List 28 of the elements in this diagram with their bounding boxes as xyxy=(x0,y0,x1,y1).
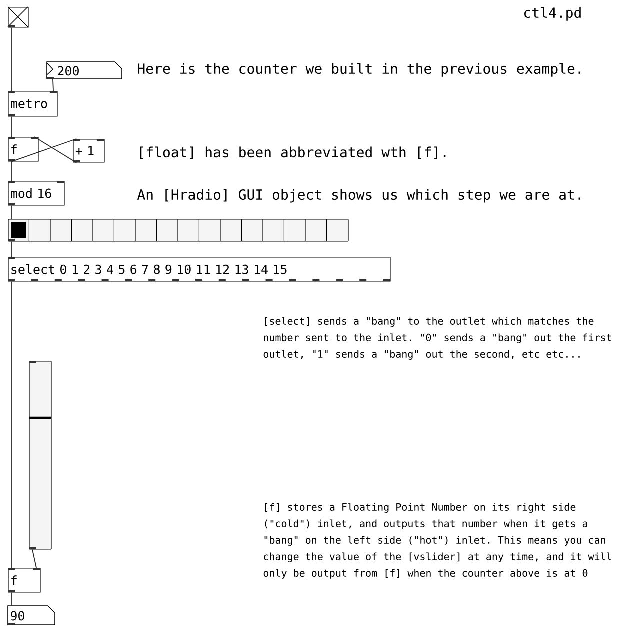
patch-cord xyxy=(52,78,54,92)
comment-text: An [Hradio] GUI object shows us which step we are at. xyxy=(137,189,580,203)
patch-cord xyxy=(11,27,12,92)
object-box: f xyxy=(8,137,39,162)
patch-cord xyxy=(32,549,37,568)
object-box: + 1 xyxy=(73,139,105,163)
patch-cord xyxy=(11,241,12,258)
patch-cord xyxy=(34,136,77,164)
vertical-slider xyxy=(29,361,52,550)
patch-cord xyxy=(11,116,12,138)
number-box: 90 xyxy=(8,606,56,626)
toggle-box xyxy=(8,6,29,28)
object-box: select 0 1 2 3 4 5 6 7 8 9 10 11 12 13 14 15 xyxy=(8,257,391,282)
radio-bar xyxy=(8,218,349,242)
patch-cord xyxy=(11,592,12,606)
patch-cord xyxy=(11,138,77,162)
object-box: f xyxy=(8,568,41,593)
comment-text: ctl4.pd xyxy=(524,7,581,21)
number-box: 200 xyxy=(46,62,122,80)
patch-cord xyxy=(11,161,12,182)
comment-text: Here is the counter we built in the previous example. xyxy=(138,63,580,77)
object-box: metro xyxy=(8,91,58,117)
comment-text: [float] has been abbreviated wth [f]. xyxy=(140,146,446,160)
comment-text: [select] sends a "bang" to the outlet which matches the number sent to the inlet. "0" sends a "bang" out the first outlet, "1" sends a "bang" out the second, etc etc... xyxy=(264,317,612,360)
patch-cord xyxy=(11,205,12,220)
comment-text: [f] stores a Floating Point Number on its right side ("cold") inlet, and outputs that number when it gets a "bang" on the left side ("hot") inlet. This means you can change the value of the [vslider] at any time, and it will only be output from [f] when the counter above is at 0 xyxy=(264,503,612,579)
patch-cord xyxy=(11,281,12,568)
object-box: mod 16 xyxy=(8,181,65,206)
